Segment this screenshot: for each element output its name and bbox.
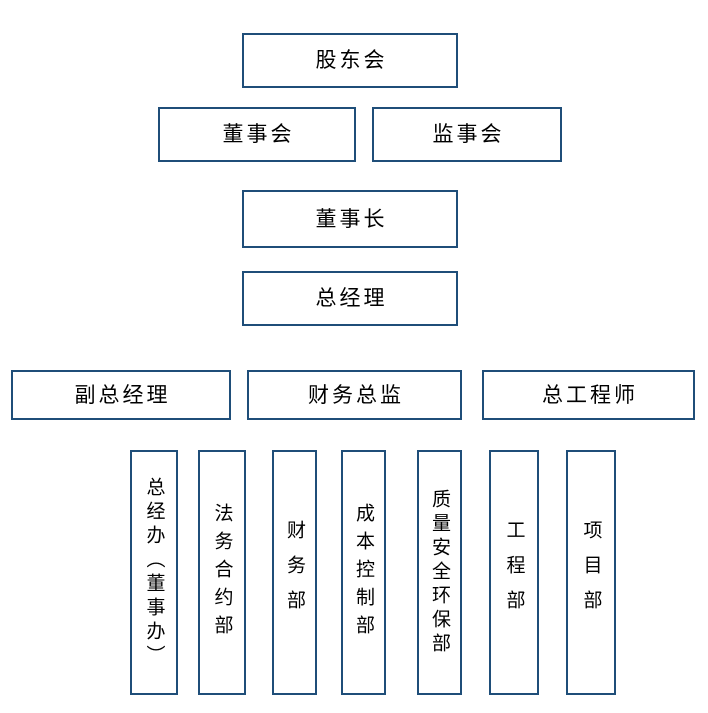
org-node-label: 副总经理 [74, 382, 171, 407]
org-node-label: 工程部 [503, 520, 526, 625]
org-node-label: 财务总监 [308, 382, 404, 407]
org-node-gm-office[interactable]: 总经办（董事办） [130, 450, 178, 695]
org-node-label: 成本控制部 [353, 502, 375, 643]
org-node-label: 股东会 [315, 48, 388, 72]
org-node-project-dept[interactable]: 项目部 [566, 450, 616, 695]
org-node-cost-control-dept[interactable]: 成本控制部 [341, 450, 386, 695]
org-node-label: 总经理 [315, 286, 388, 310]
org-node-label: 监事会 [432, 122, 505, 146]
org-node-legal-contract-dept[interactable]: 法务合约部 [198, 450, 246, 695]
org-node-chief-engineer[interactable]: 总工程师 [482, 370, 695, 420]
org-node-label: 法务合约部 [211, 502, 234, 643]
org-node-shareholders[interactable]: 股东会 [242, 33, 458, 88]
org-node-cfo[interactable]: 财务总监 [247, 370, 462, 420]
org-node-finance-dept[interactable]: 财务部 [272, 450, 317, 695]
org-node-label: 财务部 [284, 520, 306, 625]
org-node-label: 董事长 [315, 206, 388, 231]
org-node-supervisors[interactable]: 监事会 [372, 107, 562, 162]
org-node-engineering-dept[interactable]: 工程部 [489, 450, 539, 695]
org-node-chairman[interactable]: 董事长 [242, 190, 458, 248]
org-node-quality-safety-env-dept[interactable]: 质量安全环保部 [417, 450, 462, 695]
org-node-label: 质量安全环保部 [429, 488, 451, 657]
org-node-general-manager[interactable]: 总经理 [242, 271, 458, 326]
org-node-label: 总工程师 [542, 382, 638, 407]
org-node-label: 董事会 [222, 122, 295, 146]
org-node-board[interactable]: 董事会 [158, 107, 356, 162]
org-node-deputy-general-manager[interactable]: 副总经理 [11, 370, 231, 420]
org-node-label: 总经办（董事办） [143, 476, 166, 669]
org-node-label: 项目部 [580, 520, 603, 625]
